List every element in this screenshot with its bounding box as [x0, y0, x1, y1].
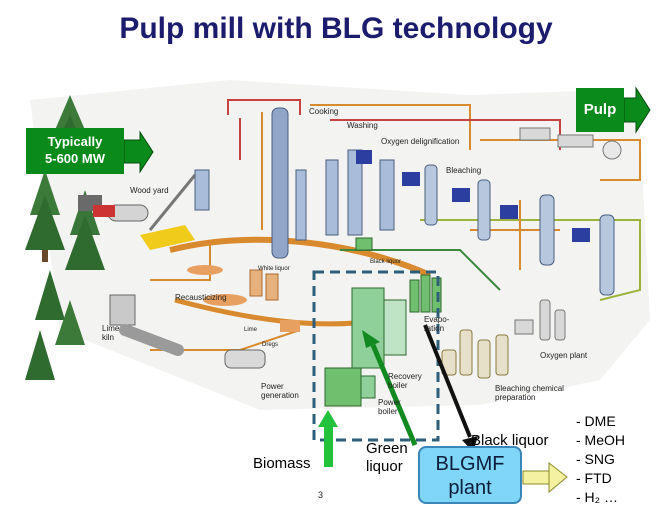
typically-label: Typically 5-600 MW	[26, 128, 124, 174]
biomass-label: Biomass	[253, 455, 311, 472]
recovery-boiler	[351, 287, 407, 369]
power-generation-label: Power generation	[261, 382, 299, 400]
power-boiler-label: Power boiler	[378, 398, 401, 416]
digester-tower	[271, 107, 289, 259]
blue-units	[356, 150, 590, 242]
recausticizing-label: Recausticizing	[175, 293, 227, 302]
typically-arrow	[123, 130, 154, 174]
page-number: 3	[318, 490, 324, 500]
dregs-label: Dregs	[262, 342, 279, 348]
products-list: - DME - MeOH - SNG - FTD - H₂ …	[576, 412, 625, 507]
green-liquor-arrow	[370, 344, 418, 446]
product-item: - DME	[576, 413, 616, 429]
oxygen-plant	[514, 299, 566, 341]
power-boiler	[324, 367, 376, 407]
product-arrow	[522, 461, 568, 494]
black-liquor-small-label: Black liquor	[370, 259, 402, 265]
white-liquor-label: White liquor	[258, 266, 290, 272]
recausticizing-area	[109, 265, 279, 356]
bleaching-label: Bleaching	[446, 166, 482, 175]
washing-label: Washing	[347, 121, 378, 130]
oxygen-delignification-label: Oxygen delignification	[381, 137, 460, 146]
page-title: Pulp mill with BLG technology	[119, 12, 553, 45]
forest-trees	[25, 95, 105, 380]
pulp-label: Pulp	[576, 88, 624, 132]
product-item: - FTD	[576, 470, 612, 486]
bleaching-tanks	[424, 164, 615, 296]
washing-columns	[295, 149, 395, 241]
biomass-arrow	[318, 410, 338, 467]
product-item: - SNG	[576, 451, 615, 467]
cooking-label: Cooking	[309, 107, 339, 116]
lime-kiln-label: Lime kiln	[102, 324, 120, 342]
wood-yard	[78, 169, 210, 250]
evaporation-label: Evapo- ration	[424, 315, 450, 333]
product-item: - MeOH	[576, 432, 625, 448]
bleaching-chemical-plant	[441, 329, 509, 379]
wood-yard-label: Wood yard	[130, 186, 169, 195]
black-liquor-arrow	[423, 324, 472, 438]
black-liquor-label: Black liquor	[471, 432, 549, 449]
green-liquor-label: Green liquor	[366, 440, 408, 475]
blgmf-plant-box: BLGMF plant	[418, 446, 522, 504]
power-generation-area	[224, 320, 300, 369]
bleaching-chemical-label: Bleaching chemical preparation	[495, 384, 564, 402]
oxygen-plant-label: Oxygen plant	[540, 351, 588, 360]
product-item: - H₂ …	[576, 489, 618, 505]
pulp-machine	[519, 127, 622, 160]
lime-label: Lime	[244, 327, 258, 333]
pulp-arrow	[623, 86, 651, 134]
recovery-boiler-label: Recovery boiler	[388, 372, 422, 390]
